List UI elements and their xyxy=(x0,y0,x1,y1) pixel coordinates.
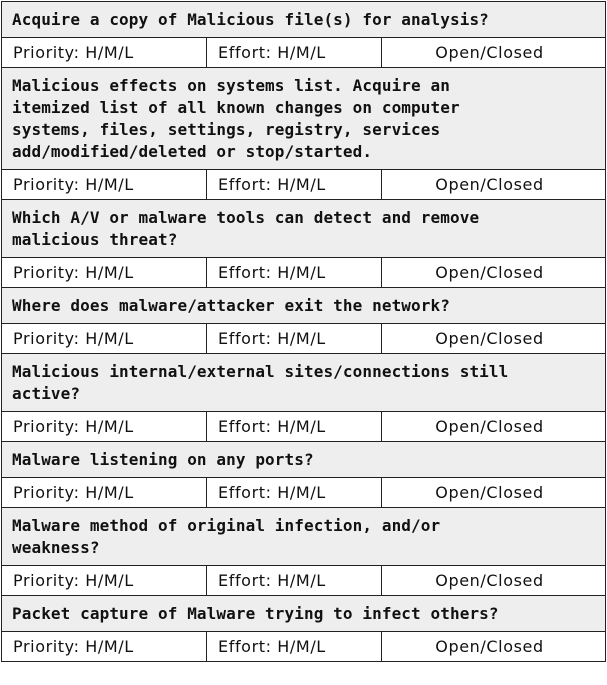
priority-cell: Priority: H/M/L xyxy=(2,566,207,595)
effort-cell: Effort: H/M/L xyxy=(207,478,382,507)
checklist-item: Which A/V or malware tools can detect an… xyxy=(2,200,605,288)
question-text: Malware listening on any ports? xyxy=(2,442,605,478)
rating-row: Priority: H/M/L Effort: H/M/L Open/Close… xyxy=(2,258,605,288)
checklist-table: Acquire a copy of Malicious file(s) for … xyxy=(1,1,606,662)
status-cell: Open/Closed xyxy=(435,483,544,502)
rating-row: Priority: H/M/L Effort: H/M/L Open/Close… xyxy=(2,478,605,508)
question-text: Acquire a copy of Malicious file(s) for … xyxy=(2,2,605,38)
effort-cell: Effort: H/M/L xyxy=(207,258,382,287)
checklist-item: Malware method of original infection, an… xyxy=(2,508,605,596)
priority-cell: Priority: H/M/L xyxy=(2,258,207,287)
checklist-item: Malicious internal/external sites/connec… xyxy=(2,354,605,442)
checklist-item: Malware listening on any ports? Priority… xyxy=(2,442,605,508)
effort-cell: Effort: H/M/L xyxy=(207,412,382,441)
effort-cell: Effort: H/M/L xyxy=(207,38,382,67)
status-cell: Open/Closed xyxy=(435,329,544,348)
checklist-item: Where does malware/attacker exit the net… xyxy=(2,288,605,354)
rating-row: Priority: H/M/L Effort: H/M/L Open/Close… xyxy=(2,566,605,596)
priority-cell: Priority: H/M/L xyxy=(2,38,207,67)
question-text: Where does malware/attacker exit the net… xyxy=(2,288,605,324)
rating-row: Priority: H/M/L Effort: H/M/L Open/Close… xyxy=(2,38,605,68)
priority-cell: Priority: H/M/L xyxy=(2,412,207,441)
effort-cell: Effort: H/M/L xyxy=(207,170,382,199)
question-text: Which A/V or malware tools can detect an… xyxy=(2,200,605,258)
rating-row: Priority: H/M/L Effort: H/M/L Open/Close… xyxy=(2,170,605,200)
priority-cell: Priority: H/M/L xyxy=(2,632,207,661)
status-cell: Open/Closed xyxy=(435,571,544,590)
checklist-item: Acquire a copy of Malicious file(s) for … xyxy=(2,2,605,68)
checklist-item: Malicious effects on systems list. Acqui… xyxy=(2,68,605,200)
priority-cell: Priority: H/M/L xyxy=(2,324,207,353)
status-cell: Open/Closed xyxy=(435,417,544,436)
status-cell: Open/Closed xyxy=(435,263,544,282)
checklist-item: Packet capture of Malware trying to infe… xyxy=(2,596,605,662)
rating-row: Priority: H/M/L Effort: H/M/L Open/Close… xyxy=(2,412,605,442)
effort-cell: Effort: H/M/L xyxy=(207,324,382,353)
effort-cell: Effort: H/M/L xyxy=(207,632,382,661)
effort-cell: Effort: H/M/L xyxy=(207,566,382,595)
status-cell: Open/Closed xyxy=(435,175,544,194)
priority-cell: Priority: H/M/L xyxy=(2,170,207,199)
question-text: Malicious effects on systems list. Acqui… xyxy=(2,68,605,170)
status-cell: Open/Closed xyxy=(435,43,544,62)
question-text: Malware method of original infection, an… xyxy=(2,508,605,566)
question-text: Malicious internal/external sites/connec… xyxy=(2,354,605,412)
status-cell: Open/Closed xyxy=(435,637,544,656)
rating-row: Priority: H/M/L Effort: H/M/L Open/Close… xyxy=(2,632,605,662)
question-text: Packet capture of Malware trying to infe… xyxy=(2,596,605,632)
priority-cell: Priority: H/M/L xyxy=(2,478,207,507)
rating-row: Priority: H/M/L Effort: H/M/L Open/Close… xyxy=(2,324,605,354)
